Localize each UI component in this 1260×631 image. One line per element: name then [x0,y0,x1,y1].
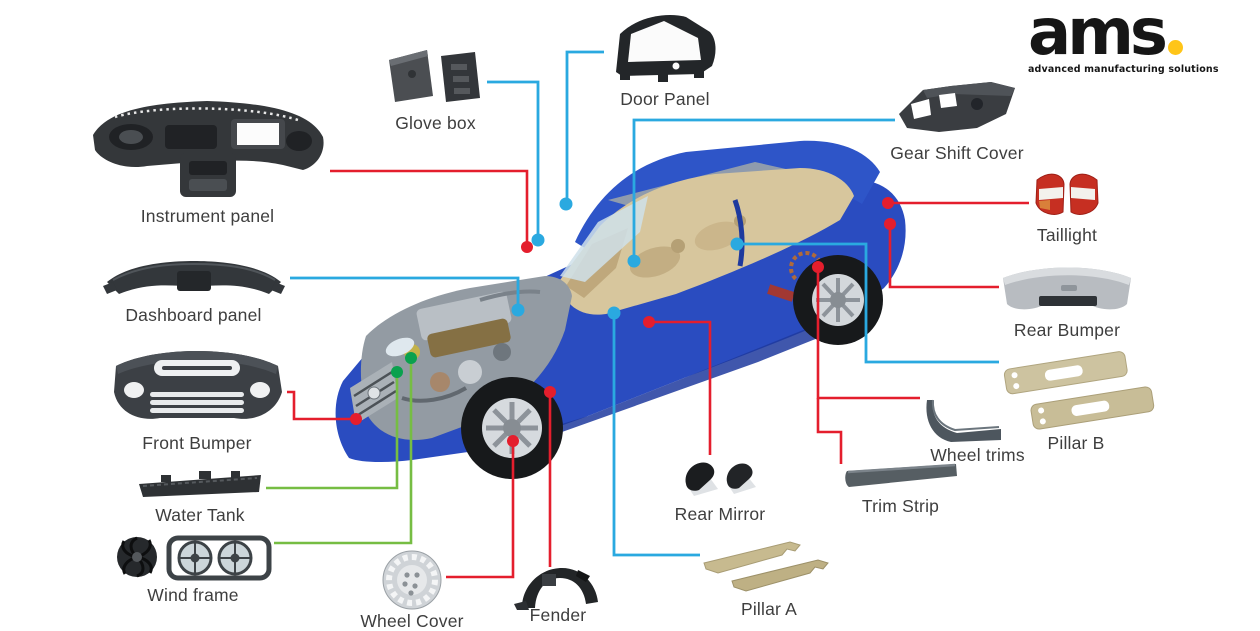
part-fender: Fender [498,560,618,625]
wind-frame-image [117,535,272,581]
dashboard-panel-image [102,261,285,294]
part-label: Front Bumper [142,433,252,453]
part-dashboard-panel: Dashboard panel [96,256,291,325]
dot-fender [544,386,556,398]
part-wind-frame: Wind frame [108,532,278,605]
part-front-bumper: Front Bumper [102,336,292,453]
part-gear-shift-cover: Gear Shift Cover [890,78,1024,163]
logo-tagline: advanced manufacturing solutions [1028,64,1219,75]
part-door-panel: Door Panel [606,8,724,109]
dot-wheel-cover [507,435,519,447]
dot-door-panel [559,197,573,211]
dot-wheel-trims [812,261,824,273]
part-label: Wind frame [147,585,239,605]
part-rear-mirror: Rear Mirror [674,453,766,524]
dot-glove-box [531,233,545,247]
taillight-image [1035,173,1099,215]
part-label: Rear Mirror [674,504,766,524]
part-label: Trim Strip [861,496,940,516]
connector-pillar-a [612,313,700,557]
door-panel-image [616,15,716,82]
logo-dot-icon [1167,40,1183,55]
part-instrument-panel: Instrument panel [85,95,330,226]
part-label: Pillar A [740,599,798,619]
pillar-b-image [1003,351,1155,430]
part-wheel-trims: Wheel trims [905,396,1050,465]
connector-dashboard-panel [290,276,520,310]
instrument-panel-image [93,101,324,197]
wheel-cover-image [382,550,442,610]
connector-glove-box [487,80,540,240]
dot-pillar-a [607,306,621,320]
part-label: Fender [529,605,587,625]
wheel-trims-image [926,399,1001,442]
dot-front-bumper [350,413,362,425]
part-label: Dashboard panel [125,305,262,325]
part-trim-strip: Trim Strip [838,459,963,516]
part-label: Gear Shift Cover [890,143,1024,163]
pillar-a-image [703,541,829,592]
glove-box-image [389,50,480,102]
part-pillar-a: Pillar A [698,536,840,619]
dot-wind-frame [405,352,417,364]
dot-taillight [882,197,894,209]
part-taillight: Taillight [1030,168,1104,245]
part-label: Pillar B [1047,433,1105,453]
part-label: Instrument panel [140,206,275,226]
dot-water-tank [391,366,403,378]
part-water-tank: Water Tank [130,466,270,525]
part-pillar-b: Pillar B [997,344,1155,453]
connector-wheel-cover [446,441,515,579]
connector-gear-shift-cover [632,118,895,261]
connector-pillar-b [737,242,999,364]
dot-dashboard-panel [511,303,525,317]
fender-image [514,568,598,610]
part-label: Wheel Cover [360,611,464,631]
ams-logo: ams advanced manufacturing solutions [1028,0,1219,75]
part-label: Glove box [395,113,476,133]
part-rear-bumper: Rear Bumper [997,258,1137,340]
front-bumper-image [114,351,282,419]
part-glove-box: Glove box [383,44,488,133]
connector-trim-strip [816,398,843,464]
part-label: Taillight [1036,225,1098,245]
connector-front-bumper [287,390,356,421]
part-label: Rear Bumper [1013,320,1121,340]
logo-wordmark: ams [1028,0,1168,70]
rear-mirror-image [685,462,756,496]
dot-rear-bumper [884,218,896,230]
car-cutaway-illustration [335,140,906,479]
dot-instrument-panel [521,241,533,253]
connector-door-panel [565,50,604,204]
rear-bumper-image [1003,267,1131,310]
part-label: Water Tank [155,505,245,525]
part-wheel-cover: Wheel Cover [344,548,480,631]
water-tank-image [139,471,261,497]
part-label: Wheel trims [930,445,1025,465]
connector-wind-frame [274,358,413,545]
trim-strip-image [844,463,957,487]
dot-pillar-b [730,237,744,251]
connector-water-tank [266,372,399,490]
connector-rear-mirror [649,320,712,455]
connector-instrument-panel [330,169,529,247]
gear-shift-cover-image [899,82,1015,132]
dot-rear-mirror [643,316,655,328]
dot-gear-shift-cover [627,254,641,268]
connector-rear-bumper [888,224,999,289]
part-label: Door Panel [620,89,710,109]
